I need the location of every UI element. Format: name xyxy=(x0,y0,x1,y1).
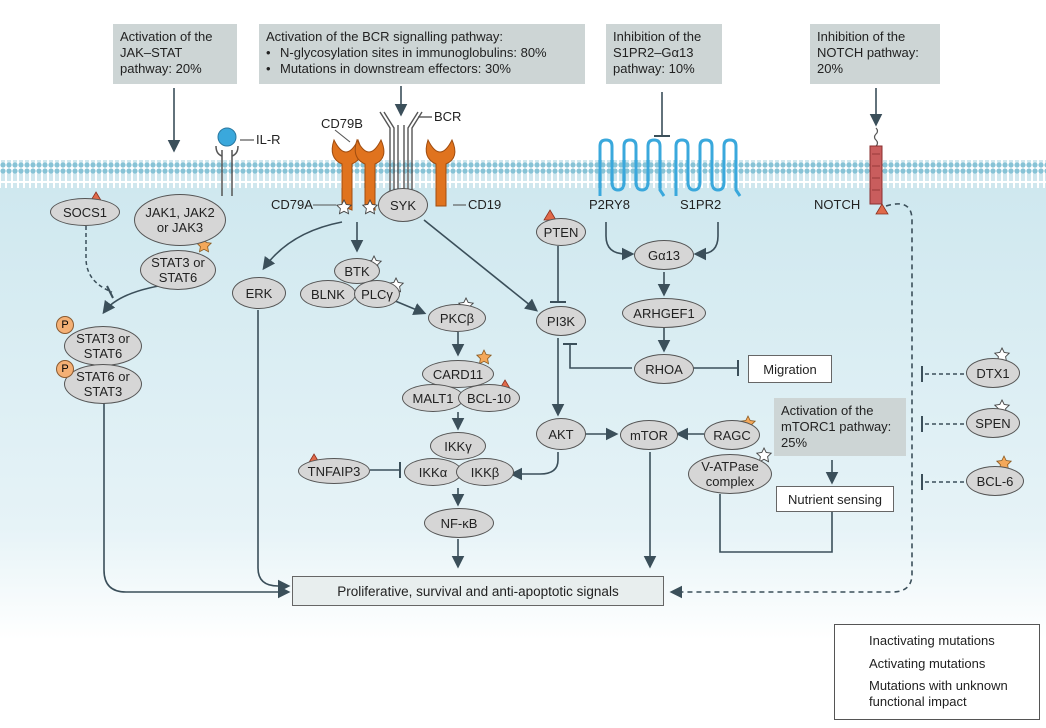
jak-stat-callout: Activation of the JAK–STAT pathway: 20% xyxy=(113,24,237,84)
s1pr2-label: S1PR2 xyxy=(680,197,722,212)
notch-callout: Inhibition of the NOTCH pathway: 20% xyxy=(810,24,940,84)
bcr-callout-bullet-1: N-glycosylation sites in immunoglobulins… xyxy=(280,45,547,60)
vatpase-node: V-ATPase complex xyxy=(688,454,772,494)
cd79b-unknown-marker xyxy=(361,198,379,215)
cd79a-unknown-marker xyxy=(335,198,353,215)
pstat3-node: STAT3 or STAT6 xyxy=(64,326,142,366)
ragc-node: RAGC xyxy=(704,420,760,450)
nutrient-vatpase-line xyxy=(719,494,833,553)
cd19-label: CD19 xyxy=(468,197,502,212)
notch-receptor xyxy=(869,145,883,205)
cd79b-label: CD79B xyxy=(321,116,363,131)
mtorc1-callout: Activation of the mTORC1 pathway: 25% xyxy=(774,398,906,456)
blnk-node: BLNK xyxy=(300,280,356,308)
p2ry8-receptor xyxy=(598,138,666,197)
legend: Inactivating mutations Activating mutati… xyxy=(834,624,1040,720)
bcr-label: BCR xyxy=(434,109,462,124)
cd79a-label: CD79A xyxy=(271,197,313,212)
legend-activating-label: Activating mutations xyxy=(869,656,986,671)
erk-proliferative-arrow xyxy=(257,310,291,593)
akt-ikk-arrow xyxy=(509,452,559,481)
legend-inactivating-label: Inactivating mutations xyxy=(869,633,995,648)
arhgef1-node: ARHGEF1 xyxy=(622,298,706,328)
notch-proliferative-arrow xyxy=(669,203,913,599)
bcr-callout: Activation of the BCR signalling pathway… xyxy=(259,24,585,84)
proliferative-signals-box: Proliferative, survival and anti-apoptot… xyxy=(292,576,664,606)
erk-node: ERK xyxy=(232,277,286,309)
cd79-dimer xyxy=(331,138,456,211)
bcr-receptor xyxy=(379,111,432,200)
socs1-node: SOCS1 xyxy=(50,198,120,226)
dtx1-node: DTX1 xyxy=(966,358,1020,388)
pi3k-node: PI3K xyxy=(536,306,586,336)
pten-node: PTEN xyxy=(536,218,586,246)
rhoa-pi3k-inhibit xyxy=(569,344,632,369)
syk-pi3k-arrow xyxy=(423,219,538,312)
ikkg-node: IKKγ xyxy=(430,432,486,460)
card11-activating-marker xyxy=(475,349,493,365)
mtor-node: mTOR xyxy=(620,420,678,450)
il-r-label: IL-R xyxy=(256,132,281,147)
nutrient-sensing-box: Nutrient sensing xyxy=(776,486,894,512)
p2ry8-ga13-arrow xyxy=(605,222,635,261)
plcg-node: PLCγ xyxy=(354,280,400,308)
ga13-node: Gα13 xyxy=(634,240,694,270)
s1pr2-ga13-arrow xyxy=(693,222,719,261)
socs1-inhibit-line xyxy=(85,226,113,293)
stat-proliferative-arrow xyxy=(103,400,291,599)
cell-membrane xyxy=(0,160,1046,188)
rhoa-node: RHOA xyxy=(634,354,694,384)
legend-unknown-label-2: functional impact xyxy=(869,694,967,709)
s1pr2-callout: Inhibition of the S1PR2–Gα13 pathway: 10… xyxy=(606,24,722,84)
legend-unknown-label-1: Mutations with unknown xyxy=(869,678,1008,693)
malt1-node: MALT1 xyxy=(402,384,464,412)
notch-label: NOTCH xyxy=(814,197,861,212)
bcl6-node: BCL-6 xyxy=(966,466,1024,496)
jak-node: JAK1, JAK2 or JAK3 xyxy=(134,194,226,246)
phospho-icon: P xyxy=(56,316,74,334)
syk-node: SYK xyxy=(378,188,428,222)
stat3-stat6-node: STAT3 or STAT6 xyxy=(140,250,216,290)
s1pr2-receptor xyxy=(674,138,742,197)
phospho-icon: P xyxy=(56,360,74,378)
pkcb-node: PKCβ xyxy=(428,304,486,332)
bcr-callout-title: Activation of the BCR signalling pathway… xyxy=(266,29,504,44)
il-r-receptor xyxy=(215,127,254,196)
migration-box: Migration xyxy=(748,355,832,383)
ikkb-node: IKKβ xyxy=(456,458,514,486)
notch-inactivating-marker xyxy=(875,203,889,215)
spen-node: SPEN xyxy=(966,408,1020,438)
syk-erk-arrow xyxy=(262,221,343,271)
tnfaip3-node: TNFAIP3 xyxy=(298,458,370,484)
bcl10-node: BCL-10 xyxy=(458,384,520,412)
akt-node: AKT xyxy=(536,418,586,450)
btk-node: BTK xyxy=(334,258,380,284)
bcr-callout-bullet-2: Mutations in downstream effectors: 30% xyxy=(280,61,511,76)
nfkb-node: NF-κB xyxy=(424,508,494,538)
pstat6-node: STAT6 or STAT3 xyxy=(64,364,142,404)
ikka-node: IKKα xyxy=(404,458,462,486)
vatpase-unknown-marker xyxy=(755,446,773,463)
p2ry8-label: P2RY8 xyxy=(589,197,630,212)
